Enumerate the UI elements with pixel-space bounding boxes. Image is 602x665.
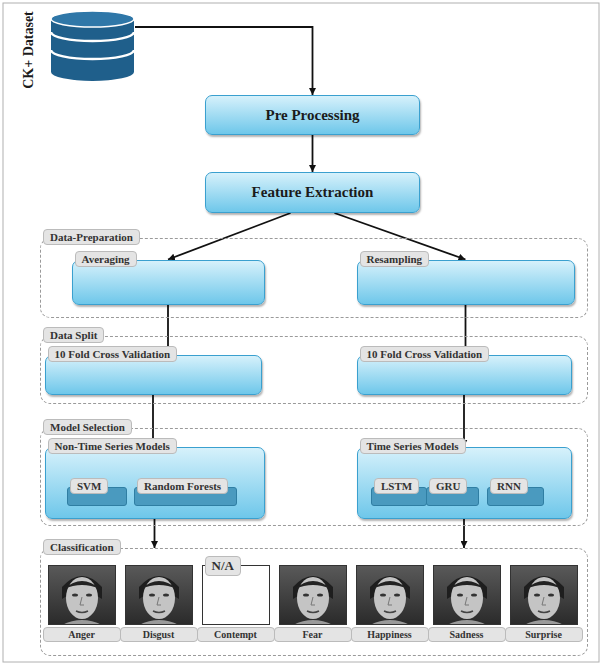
model-pill: SVM xyxy=(67,487,127,506)
process-box: Resampling xyxy=(357,260,575,305)
process-box: Pre Processing xyxy=(205,95,420,135)
model-name: SVM xyxy=(70,478,108,494)
stage-band: 10 Fold Cross Validation10 Fold Cross Va… xyxy=(40,336,588,404)
emotion-image: Surprise xyxy=(510,565,578,625)
model-name: LSTM xyxy=(374,478,419,494)
emotion-label: Happiness xyxy=(351,627,429,642)
process-box: 10 Fold Cross Validation xyxy=(357,355,572,395)
cylinder-shape xyxy=(50,10,135,82)
emotion-label: Surprise xyxy=(505,627,583,642)
flow-arrow xyxy=(168,213,291,260)
model-pill: Random Forests xyxy=(134,487,237,506)
model-name: RNN xyxy=(490,478,528,494)
face-photo xyxy=(433,565,501,625)
model-name: GRU xyxy=(429,478,467,494)
box-label: Time Series Models xyxy=(360,438,466,454)
box-label: Non-Time Series Models xyxy=(48,438,177,454)
stage-band: AveragingResamplingData-Preparation xyxy=(40,238,588,318)
process-box: Feature Extraction xyxy=(205,172,420,213)
flow-arrow xyxy=(135,27,313,95)
box-label: Pre Processing xyxy=(265,107,359,124)
database-cylinder: CK+ Dataset xyxy=(50,10,135,82)
model-pill: GRU xyxy=(426,487,479,506)
flow-arrow xyxy=(463,519,465,549)
emotion-image: Fear xyxy=(279,565,347,625)
outer-frame xyxy=(3,3,599,662)
band-label: Classification xyxy=(43,539,121,555)
flow-arrow xyxy=(154,519,156,549)
emotion-label: Disgust xyxy=(120,627,198,642)
box-label: Resampling xyxy=(360,251,430,267)
placeholder-text: N/A xyxy=(205,556,241,576)
stage-band: AngerDisgustN/AContemptFearHappinessSadn… xyxy=(40,548,588,656)
box-label: Feature Extraction xyxy=(252,184,374,201)
box-label: 10 Fold Cross Validation xyxy=(48,346,178,362)
model-pill: RNN xyxy=(487,487,544,506)
emotion-image: Disgust xyxy=(125,565,193,625)
band-label: Data Split xyxy=(43,327,104,343)
emotion-image: Anger xyxy=(48,565,116,625)
model-box: SVMRandom ForestsNon-Time Series Models xyxy=(45,447,265,519)
face-photo xyxy=(48,565,116,625)
emotion-image: Happiness xyxy=(356,565,424,625)
face-photo xyxy=(279,565,347,625)
face-photo xyxy=(125,565,193,625)
process-box: Averaging xyxy=(72,260,265,305)
flow-arrow xyxy=(312,135,314,172)
emotion-image: Sadness xyxy=(433,565,501,625)
model-name: Random Forests xyxy=(137,478,228,494)
emotion-label: Fear xyxy=(274,627,352,642)
emotion-label: Contempt xyxy=(197,627,275,642)
dataset-label: CK+ Dataset xyxy=(21,5,37,95)
face-photo xyxy=(356,565,424,625)
model-pill: LSTM xyxy=(371,487,427,506)
process-box: 10 Fold Cross Validation xyxy=(45,355,262,395)
emotion-label: Anger xyxy=(43,627,121,642)
box-label: 10 Fold Cross Validation xyxy=(360,346,490,362)
band-label: Data-Preparation xyxy=(43,229,140,245)
emotion-label: Sadness xyxy=(428,627,506,642)
stage-band: SVM Random Forests Non-Time Series ModelsL… xyxy=(40,428,588,526)
box-label: Averaging xyxy=(75,251,137,267)
face-photo xyxy=(510,565,578,625)
emotion-image: N/AContempt xyxy=(202,565,270,625)
model-box: LSTMGRURNNTime Series Models xyxy=(357,447,572,519)
band-label: Model Selection xyxy=(43,419,132,435)
